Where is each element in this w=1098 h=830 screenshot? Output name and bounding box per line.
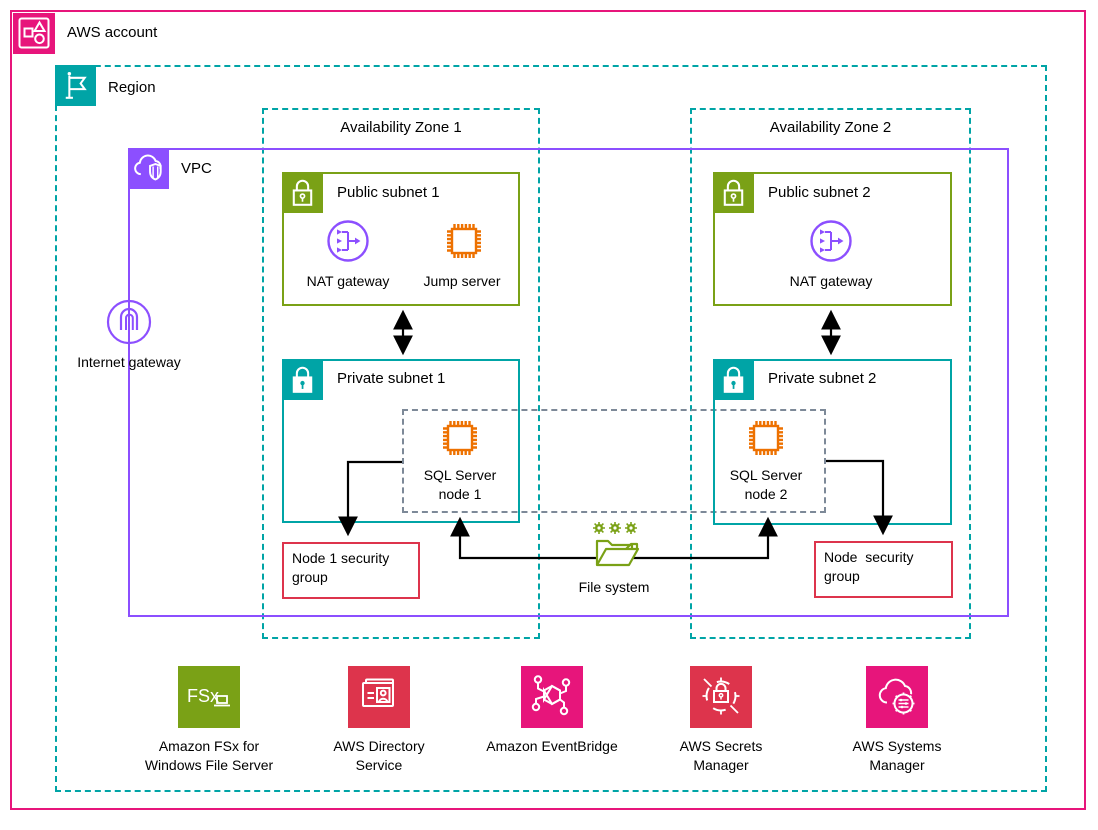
private-subnet-2-lock-icon [713,359,754,400]
availability-zone-1-label: Availability Zone 1 [340,119,462,136]
amazon-eventbridge-label: Amazon EventBridge [486,738,618,754]
amazon-fsx-icon: FSx [178,666,240,728]
jump-server-label: Jump server [423,273,501,289]
public-subnet-1-lock-icon [282,172,323,213]
sql-server-node-2-icon [744,416,788,460]
region-container [55,65,1047,792]
region-label: Region [108,79,156,96]
node-2-security-group-box [814,541,953,598]
aws-directory-service-icon [348,666,410,728]
sql-server-node-2-label: SQL Server node 2 [729,467,803,502]
public-subnet-1-container [282,172,520,306]
public-subnet-2-label: Public subnet 2 [768,184,871,201]
public-subnet-2-container [713,172,952,306]
vpc-label: VPC [181,160,212,177]
aws-account-label: AWS account [67,24,158,41]
file-system-icon [586,520,644,570]
vpc-container [128,148,1009,617]
availability-zone-2-label: Availability Zone 2 [769,119,892,136]
svg-text:FSx: FSx [187,686,219,706]
aws-directory-service-label: AWS Directory Service [333,738,425,773]
nat-gateway-1-icon [326,219,370,263]
vpc-icon [128,148,169,189]
sql-server-node-1-label: SQL Server node 1 [423,467,497,502]
public-subnet-2-lock-icon [713,172,754,213]
aws-account-container [10,10,1086,810]
aws-systems-manager-label: AWS Systems Manager [852,738,942,773]
file-system-label: File system [578,579,650,595]
private-subnet-1-lock-icon [282,359,323,400]
node-2-security-group-label: Node security group [824,549,914,584]
availability-zone-2-container [690,108,971,639]
aws-systems-manager-icon [866,666,928,728]
internet-gateway-label: Internet gateway [77,354,181,370]
aws-secrets-manager-icon [690,666,752,728]
amazon-eventbridge-icon [521,666,583,728]
amazon-fsx-label: Amazon FSx for Windows File Server [144,738,274,773]
nat-gateway-2-icon [809,219,853,263]
sql-cluster-dashed-box [402,409,826,513]
aws-account-icon [13,13,55,54]
private-subnet-1-label: Private subnet 1 [337,370,446,387]
private-subnet-2-label: Private subnet 2 [768,370,877,387]
sql-server-node-1-icon [438,416,482,460]
node-1-security-group-box [282,542,420,599]
availability-zone-1-container [262,108,540,639]
nat-gateway-2-label: NAT gateway [789,273,873,289]
public-subnet-1-label: Public subnet 1 [337,184,440,201]
nat-gateway-1-label: NAT gateway [306,273,390,289]
internet-gateway-icon [106,299,152,345]
node-1-security-group-label: Node 1 security group [292,550,390,585]
region-icon [55,65,96,106]
aws-secrets-manager-label: AWS Secrets Manager [679,738,763,773]
jump-server-icon [442,219,486,263]
